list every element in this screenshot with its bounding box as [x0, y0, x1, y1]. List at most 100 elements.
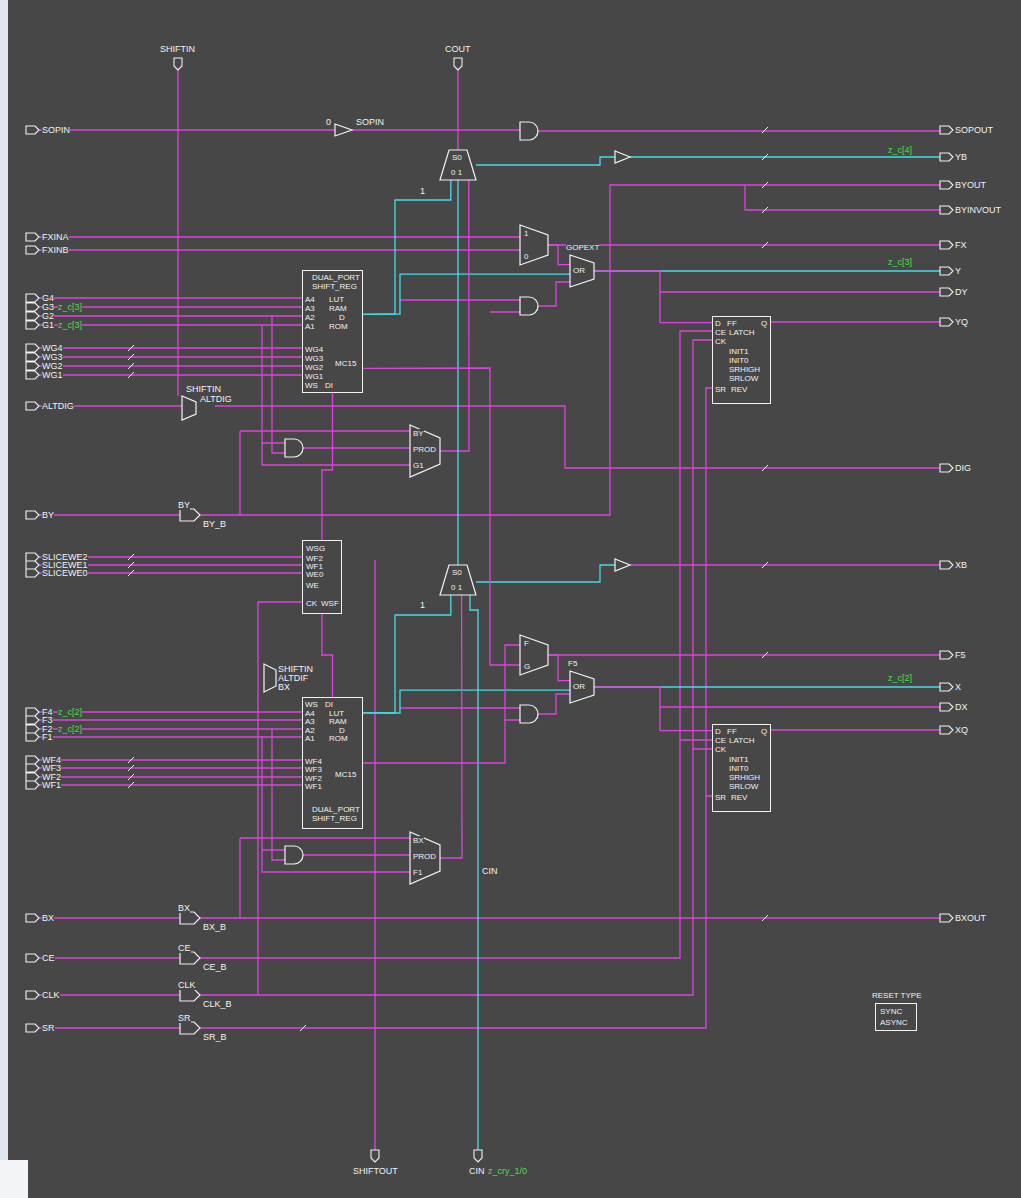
node-text: RAM — [329, 304, 347, 313]
pin-name: CE_B — [203, 962, 227, 972]
pin-name: 1 — [420, 600, 425, 610]
port-name: X — [955, 682, 961, 692]
wire-connector — [363, 274, 570, 314]
wire-connector — [548, 655, 570, 681]
node-text: CE — [715, 736, 726, 745]
node-text: SHIFT_REG — [312, 814, 357, 823]
node-text: D — [715, 319, 721, 328]
node-text: RESET TYPE — [872, 991, 922, 1000]
port-name: CIN — [469, 1166, 485, 1176]
wire-connector — [457, 180, 458, 565]
node-text: INIT1 — [729, 347, 749, 356]
node-text: PROD — [413, 852, 436, 861]
node-text: F1 — [413, 868, 422, 877]
port-name: CE — [42, 953, 55, 963]
node-text: OR — [573, 266, 585, 275]
node-text: Q — [761, 727, 767, 736]
node-text: A4 — [305, 295, 315, 304]
node-text: SRHIGH — [729, 773, 760, 782]
port-name: WF1 — [42, 780, 61, 790]
port-name: XQ — [955, 725, 968, 735]
port-name: Y — [955, 266, 961, 276]
port-name: F1 — [42, 732, 53, 742]
pin-name: BY — [178, 500, 190, 510]
port-name: SLICEWE0 — [42, 568, 88, 578]
node-text: WG2 — [305, 363, 323, 372]
output-mux: F5OR — [570, 671, 594, 703]
port-name: YQ — [955, 317, 968, 327]
port-name: G1 — [42, 320, 54, 330]
node-text: DUAL_PORT — [312, 805, 360, 814]
mux-outline — [410, 832, 440, 884]
node-text: G — [524, 662, 530, 671]
port-name: BXOUT — [955, 913, 986, 923]
node-text: S0 — [452, 568, 462, 577]
node-text: DI — [325, 381, 333, 390]
wire-connector — [440, 595, 462, 858]
port-name: CLK — [42, 990, 60, 1000]
node-text: CK — [715, 337, 726, 346]
node-text: BY — [413, 429, 424, 438]
pin-name: CLK — [178, 980, 196, 990]
pin-name: ALTDIG — [200, 394, 232, 404]
port-name: DY — [955, 287, 968, 297]
net-name: z_c[4] — [888, 145, 912, 155]
mux-outline — [520, 635, 548, 675]
prod-mux: BYPRODG1 — [410, 425, 440, 477]
node-text: ROM — [329, 734, 348, 743]
node-text: D — [715, 727, 721, 736]
net-name: z_cry_1/0 — [488, 1166, 527, 1176]
port-name: XB — [955, 560, 967, 570]
mux-outline — [440, 565, 476, 595]
node-text: SR — [715, 385, 726, 394]
node-text: WG3 — [305, 354, 323, 363]
output-mux: GOPEXTOR — [570, 255, 594, 287]
node-text: A2 — [305, 313, 315, 322]
node-text: WE0 — [306, 570, 323, 579]
port-name: SOPOUT — [955, 125, 993, 135]
node-text: A1 — [305, 734, 315, 743]
node-text: WG4 — [305, 345, 323, 354]
port-name: FXINB — [42, 245, 69, 255]
wire-connector — [363, 368, 520, 665]
mux-outline — [440, 150, 476, 180]
node-text: INIT1 — [729, 755, 749, 764]
port-symbols — [26, 58, 953, 1162]
node-text: 0 1 — [451, 168, 462, 177]
wire-connector — [363, 690, 570, 713]
node-text: LATCH — [729, 736, 755, 745]
node-text: OR — [573, 682, 585, 691]
pin-name: SR_B — [203, 1032, 227, 1042]
mux-symbol: FG — [520, 635, 548, 675]
node-text: WSG — [306, 544, 325, 553]
node-text: WF1 — [305, 782, 322, 791]
node-text: SHIFT_REG — [312, 282, 357, 291]
pin-name: SHIFTIN — [186, 384, 221, 394]
node-text: S0 — [452, 153, 462, 162]
pin-name: SOPIN — [356, 117, 384, 127]
node-text: WS — [305, 700, 318, 709]
node-text: F — [524, 639, 529, 648]
carry-mux: S00 1 — [440, 565, 476, 595]
pin-name: SR — [178, 1013, 191, 1023]
magenta-wires — [38, 70, 940, 1150]
port-name: BYOUT — [955, 180, 986, 190]
node-text: MC15 — [335, 770, 356, 779]
wire-connector — [440, 180, 469, 451]
port-name: SHIFTOUT — [353, 1166, 398, 1176]
node-text: WG1 — [305, 372, 323, 381]
net-name: z_c[2] — [58, 724, 82, 734]
port-name: DIG — [955, 463, 971, 473]
wire-connector — [594, 271, 712, 323]
port-name: WG1 — [42, 370, 63, 380]
node-text: A3 — [305, 717, 315, 726]
port-name: COUT — [445, 44, 471, 54]
bus-ticks — [128, 127, 768, 1031]
node-text: F5 — [568, 659, 577, 668]
node-text: CK — [306, 599, 317, 608]
node-text: SYNC — [880, 1007, 902, 1016]
node-text: CE — [715, 328, 726, 337]
